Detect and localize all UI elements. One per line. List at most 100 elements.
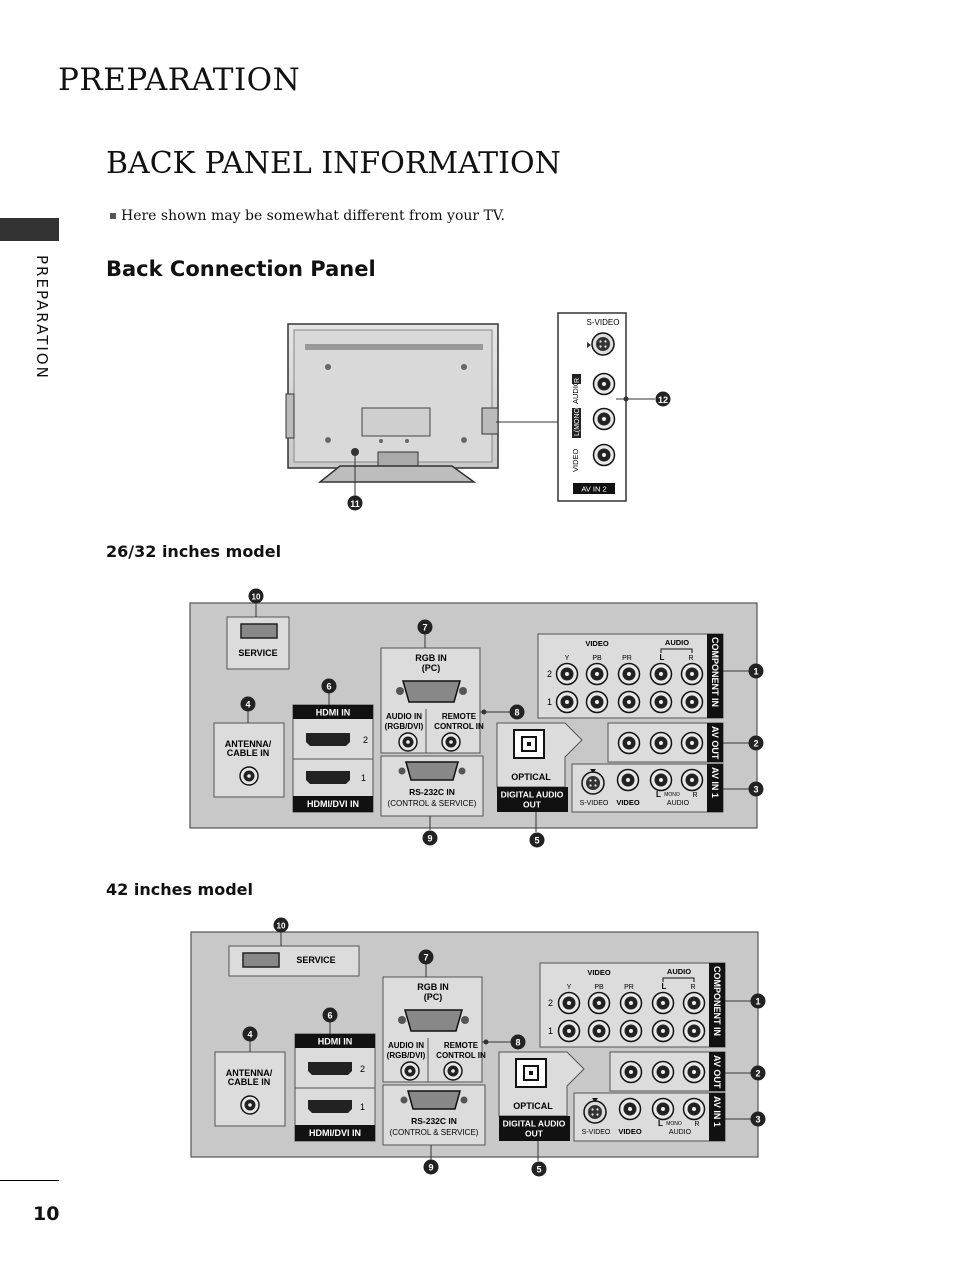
rgb-label-1b: (PC) — [422, 663, 441, 673]
audio-in-port-2[interactable] — [400, 1061, 420, 1081]
rs232-label-2b: (CONTROL & SERVICE) — [390, 1128, 479, 1137]
remote-label-2b: CONTROL IN — [436, 1051, 486, 1060]
callout-12-label: 12 — [658, 395, 668, 405]
callout-10-p2: 10 — [273, 917, 289, 933]
hdmi-1-label-1: 1 — [361, 773, 366, 783]
side-tab-label: PREPARATION — [33, 255, 51, 380]
comp-pr-label-1: PR — [622, 655, 632, 662]
hdmi-port-1-p1[interactable] — [306, 771, 350, 784]
rgb-port-1[interactable] — [402, 680, 461, 703]
digital-label-1a: DIGITAL AUDIO — [501, 790, 564, 800]
callout-10-p1-label: 10 — [252, 593, 261, 602]
rgb-label-2a: RGB IN — [417, 982, 449, 992]
remote-label-1b: CONTROL IN — [434, 722, 484, 731]
comp-l-label-2: L — [662, 982, 667, 991]
rgb-group-1: RGB IN (PC) AUDIO IN (RGB/DVI) REMOTE CO… — [380, 634, 510, 754]
disclaimer-note: Here shown may be somewhat different fro… — [110, 208, 505, 224]
callout-10-p1: 10 — [248, 588, 264, 604]
rs232-group-1: RS-232C IN (CONTROL & SERVICE) — [380, 755, 484, 830]
callout-8-p1: 8 — [509, 704, 525, 720]
callout-4-p2-label: 4 — [247, 1030, 252, 1040]
page-title: BACK PANEL INFORMATION — [106, 146, 561, 181]
hdmi-2-label-1: 2 — [363, 735, 368, 745]
component-group-1: COMPONENT IN VIDEO AUDIO Y PB PR L R 2 1 — [537, 633, 750, 719]
rgb-port-2[interactable] — [404, 1009, 463, 1032]
section-header: PREPARATION — [58, 62, 301, 98]
page-number: 10 — [33, 1203, 60, 1225]
rs232-port-2[interactable] — [407, 1090, 461, 1110]
av-out-label-1: AV OUT — [710, 726, 720, 760]
callout-9-p1: 9 — [422, 830, 438, 846]
av-out-group-1: AV OUT — [607, 722, 750, 763]
service-label-1: SERVICE — [238, 648, 277, 658]
av-in-1-label-1: AV IN 1 — [710, 767, 720, 798]
digital-label-1b: OUT — [523, 800, 542, 810]
rs232-label-1a: RS-232C IN — [409, 787, 455, 797]
hdmi-in-label-1: HDMI IN — [316, 708, 351, 718]
remote-port-2[interactable] — [443, 1061, 463, 1081]
hdmi-port-2-p1[interactable] — [306, 733, 350, 746]
callout-6-p1-label: 6 — [326, 682, 331, 692]
hdmi-port-2-p2[interactable] — [308, 1062, 352, 1075]
av1-mono-label-1: MONO — [664, 792, 680, 798]
comp-row1-label-1: 1 — [547, 697, 552, 707]
hdmi-in-label-2: HDMI IN — [318, 1037, 353, 1047]
callout-8-p2: 8 — [510, 1034, 526, 1050]
model-heading-42: 42 inches model — [106, 880, 253, 899]
comp-pr-label-2: PR — [624, 984, 634, 991]
service-port-group-1: SERVICE — [226, 603, 290, 670]
component-label-2: COMPONENT IN — [712, 966, 722, 1036]
av1-l-label-2: L — [658, 1119, 663, 1128]
audio-in-label-2b: (RGB/DVI) — [387, 1051, 426, 1060]
callout-1-p2: 1 — [750, 993, 766, 1009]
hdmi-1-label-2: 1 — [360, 1102, 365, 1112]
antenna-group-2: ANTENNA/ CABLE IN — [214, 1041, 286, 1127]
service-port-2[interactable] — [242, 952, 280, 968]
callout-6-p2-label: 6 — [327, 1011, 332, 1021]
audio-in-label-1a: AUDIO IN — [386, 712, 422, 721]
rs232-group-2: RS-232C IN (CONTROL & SERVICE) — [382, 1084, 486, 1160]
av1-video-label-2: VIDEO — [618, 1127, 642, 1136]
note-text: Here shown may be somewhat different fro… — [121, 208, 505, 224]
audio-in-label-1b: (RGB/DVI) — [385, 722, 424, 731]
av1-svideo-label-1: S-VIDEO — [580, 800, 609, 807]
callout-6-p1: 6 — [321, 678, 337, 694]
av-in-1-group-2: AV IN 1 S-VIDEO VIDEO L MONO R AUDIO — [573, 1092, 751, 1142]
rgb-label-2b: (PC) — [424, 992, 443, 1002]
comp-pb-label-2: PB — [594, 984, 604, 991]
callout-7-p2: 7 — [418, 949, 434, 965]
callout-1-p1-label: 1 — [753, 667, 758, 677]
antenna-port-2[interactable] — [240, 1095, 260, 1115]
audio-in-label-2a: AUDIO IN — [388, 1041, 424, 1050]
comp-row2-label-2: 2 — [548, 998, 553, 1008]
callout-2-p1-label: 2 — [753, 739, 758, 749]
side-svideo-label: S-VIDEO — [587, 318, 620, 327]
service-port-1[interactable] — [240, 623, 278, 639]
optical-label-2: OPTICAL — [513, 1101, 553, 1111]
component-group-2: COMPONENT IN VIDEO AUDIO Y PB PR L R 2 1 — [539, 962, 751, 1048]
av-in-1-label-2: AV IN 1 — [712, 1096, 722, 1127]
comp-y-label-2: Y — [567, 984, 572, 991]
digital-label-2b: OUT — [525, 1129, 544, 1139]
optical-group-2: OPTICAL DIGITAL AUDIO OUT — [498, 1051, 585, 1161]
hdmi-port-1-p2[interactable] — [308, 1100, 352, 1113]
comp-l-label-1: L — [660, 653, 665, 662]
callout-9-p2-label: 9 — [428, 1163, 433, 1173]
av1-video-label-1: VIDEO — [616, 798, 640, 807]
optical-group-1: OPTICAL DIGITAL AUDIO OUT — [496, 722, 583, 832]
comp-audio-label-1: AUDIO — [665, 638, 689, 647]
antenna-label-2b: CABLE IN — [228, 1077, 271, 1087]
side-r-label: R — [574, 378, 581, 383]
hdmi-group-2: HDMI IN 2 1 HDMI/DVI IN — [294, 1022, 376, 1142]
av1-audio-label-1: AUDIO — [667, 800, 690, 807]
optical-label-1: OPTICAL — [511, 772, 551, 782]
hdmi-dvi-label-2: HDMI/DVI IN — [309, 1128, 361, 1138]
av1-mono-label-2: MONO — [666, 1121, 682, 1127]
comp-video-label-2: VIDEO — [587, 968, 611, 977]
rgb-label-1a: RGB IN — [415, 653, 447, 663]
hdmi-group-1: HDMI IN 2 1 HDMI/DVI IN — [292, 693, 374, 813]
rs232-port-1[interactable] — [405, 761, 459, 781]
callout-8-p1-label: 8 — [514, 708, 519, 718]
